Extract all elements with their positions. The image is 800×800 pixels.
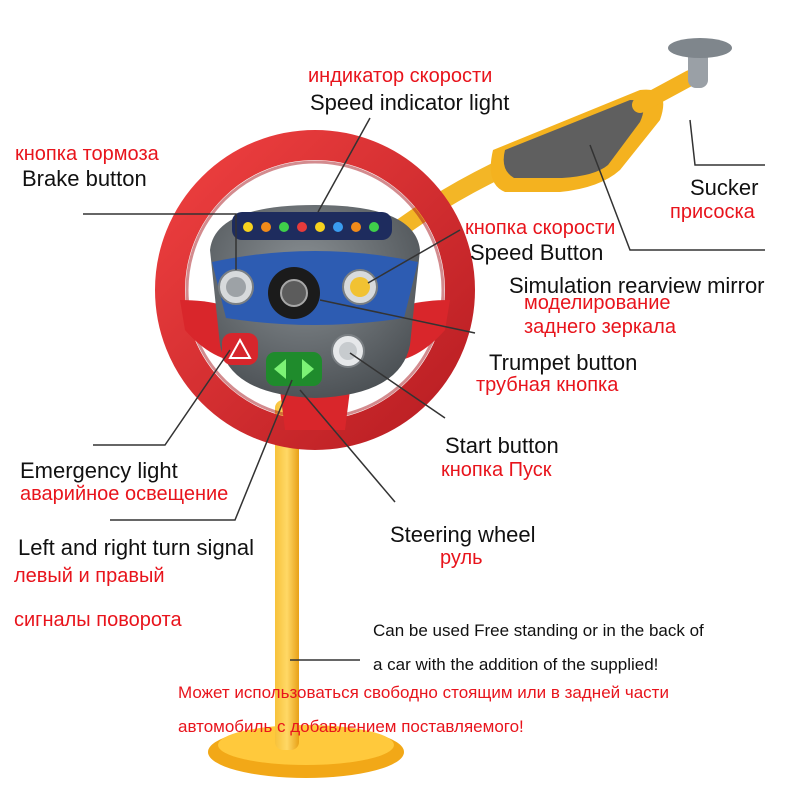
usage-note-ru-1: Может использоваться свободно стоящим ил… — [178, 683, 669, 702]
steering-wheel-label-ru: руль — [440, 547, 483, 569]
start-label-ru: кнопка Пуск — [441, 459, 552, 481]
stand-pole — [275, 400, 299, 750]
emergency-label-ru: аварийное освещение — [20, 483, 229, 505]
start-label-en: Start button — [445, 433, 559, 458]
usage-note-en-1: Can be used Free standing or in the back… — [373, 621, 704, 640]
usage-note-ru-2: автомобиль с добавлением поставляемого! — [178, 717, 524, 736]
emergency-light-button — [222, 333, 258, 365]
emergency-label-en: Emergency light — [20, 458, 178, 483]
turn-signal-label-en: Left and right turn signal — [18, 535, 255, 560]
sucker-label-ru: присоска — [670, 201, 755, 223]
usage-note-en-2: a car with the addition of the supplied! — [373, 655, 659, 674]
trumpet-label-ru: трубная кнопка — [476, 374, 619, 396]
leader-lines — [83, 117, 765, 661]
brake-label-en: Brake button — [22, 166, 147, 191]
steering-wheel-ring — [155, 130, 475, 450]
speed-button-label-ru: кнопка скорости — [465, 217, 616, 239]
speed-indicator-label-ru: индикатор скорости — [308, 65, 493, 87]
mirror-label-ru-1: моделирование — [524, 292, 671, 314]
mirror-label-en: Simulation rearview mirror — [509, 273, 765, 298]
mirror-label-ru-2: заднего зеркала — [524, 316, 676, 338]
turn-signal-label-ru-2: сигналы поворота — [14, 609, 182, 631]
wheel-spoke — [280, 390, 350, 430]
sucker-label-en: Sucker — [690, 175, 759, 200]
turn-signal-buttons — [266, 352, 322, 386]
speed-button-label-en: Speed Button — [470, 240, 604, 265]
steering-wheel-label-en: Steering wheel — [390, 522, 536, 547]
speed-indicator-light — [232, 212, 392, 240]
trumpet-label-en: Trumpet button — [489, 350, 638, 375]
turn-signal-label-ru-1: левый и правый — [14, 565, 165, 587]
speed-indicator-label-en: Speed indicator light — [310, 90, 510, 115]
brake-label-ru: кнопка тормоза — [15, 143, 159, 165]
